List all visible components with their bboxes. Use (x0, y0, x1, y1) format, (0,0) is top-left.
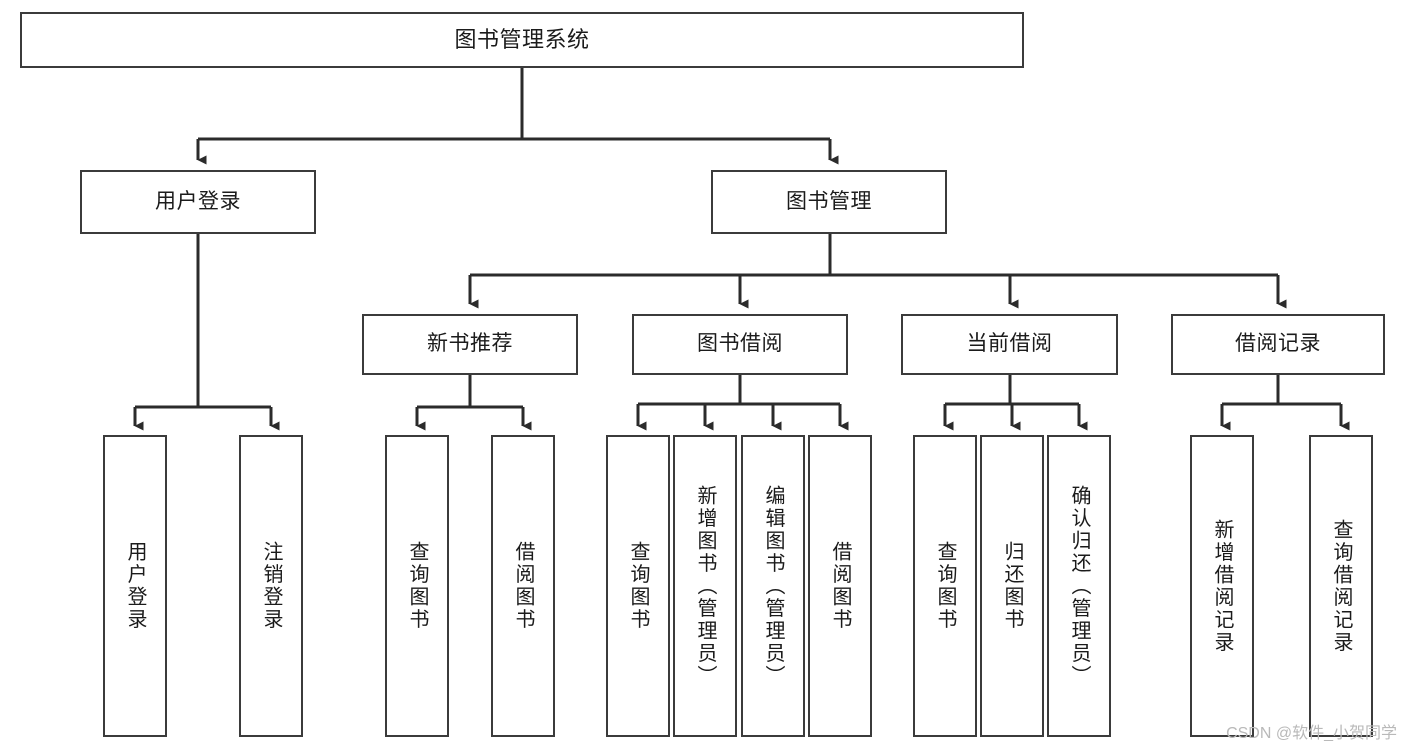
leaf-query-book-current[interactable]: 查询图书 (913, 435, 977, 737)
node-current-borrow[interactable]: 当前借阅 (901, 314, 1118, 375)
node-label: 新增图书（管理员） (694, 484, 716, 688)
node-label: 图书管理 (786, 189, 872, 213)
node-label: 借阅图书 (512, 541, 534, 631)
node-label: 用户登录 (155, 189, 241, 213)
leaf-borrow-book-newbook[interactable]: 借阅图书 (491, 435, 555, 737)
node-label: 借阅图书 (829, 541, 851, 631)
node-label: 注销登录 (260, 541, 282, 631)
leaf-return-book[interactable]: 归还图书 (980, 435, 1044, 737)
node-label: 查询图书 (406, 541, 428, 631)
node-label: 用户登录 (124, 541, 146, 631)
node-book-borrow[interactable]: 图书借阅 (632, 314, 848, 375)
node-label: 查询借阅记录 (1330, 518, 1352, 654)
leaf-query-borrow-record[interactable]: 查询借阅记录 (1309, 435, 1373, 737)
node-root-book-management-system[interactable]: 图书管理系统 (20, 12, 1024, 68)
csdn-watermark: CSDN @软件_小贺同学 (1226, 725, 1397, 742)
node-book-management[interactable]: 图书管理 (711, 170, 947, 234)
node-label: 确认归还（管理员） (1068, 484, 1090, 688)
leaf-user-login[interactable]: 用户登录 (103, 435, 167, 737)
node-label: 新增借阅记录 (1211, 518, 1233, 654)
node-label: 图书管理系统 (454, 27, 590, 53)
node-label: 查询图书 (627, 541, 649, 631)
node-label: 编辑图书（管理员） (762, 484, 784, 688)
node-borrow-record[interactable]: 借阅记录 (1171, 314, 1385, 375)
node-label: 新书推荐 (427, 332, 513, 356)
leaf-logout[interactable]: 注销登录 (239, 435, 303, 737)
node-label: 图书借阅 (697, 332, 783, 356)
leaf-query-book-borrow[interactable]: 查询图书 (606, 435, 670, 737)
leaf-query-book-newbook[interactable]: 查询图书 (385, 435, 449, 737)
leaf-add-book-admin[interactable]: 新增图书（管理员） (673, 435, 737, 737)
node-label: 借阅记录 (1235, 332, 1321, 356)
leaf-add-borrow-record[interactable]: 新增借阅记录 (1190, 435, 1254, 737)
node-label: 归还图书 (1001, 541, 1023, 631)
leaf-edit-book-admin[interactable]: 编辑图书（管理员） (741, 435, 805, 737)
node-new-book-recommend[interactable]: 新书推荐 (362, 314, 578, 375)
leaf-borrow-book[interactable]: 借阅图书 (808, 435, 872, 737)
node-label: 当前借阅 (966, 332, 1053, 356)
leaf-confirm-return-admin[interactable]: 确认归还（管理员） (1047, 435, 1111, 737)
node-label: 查询图书 (934, 541, 956, 631)
node-user-login[interactable]: 用户登录 (80, 170, 316, 234)
